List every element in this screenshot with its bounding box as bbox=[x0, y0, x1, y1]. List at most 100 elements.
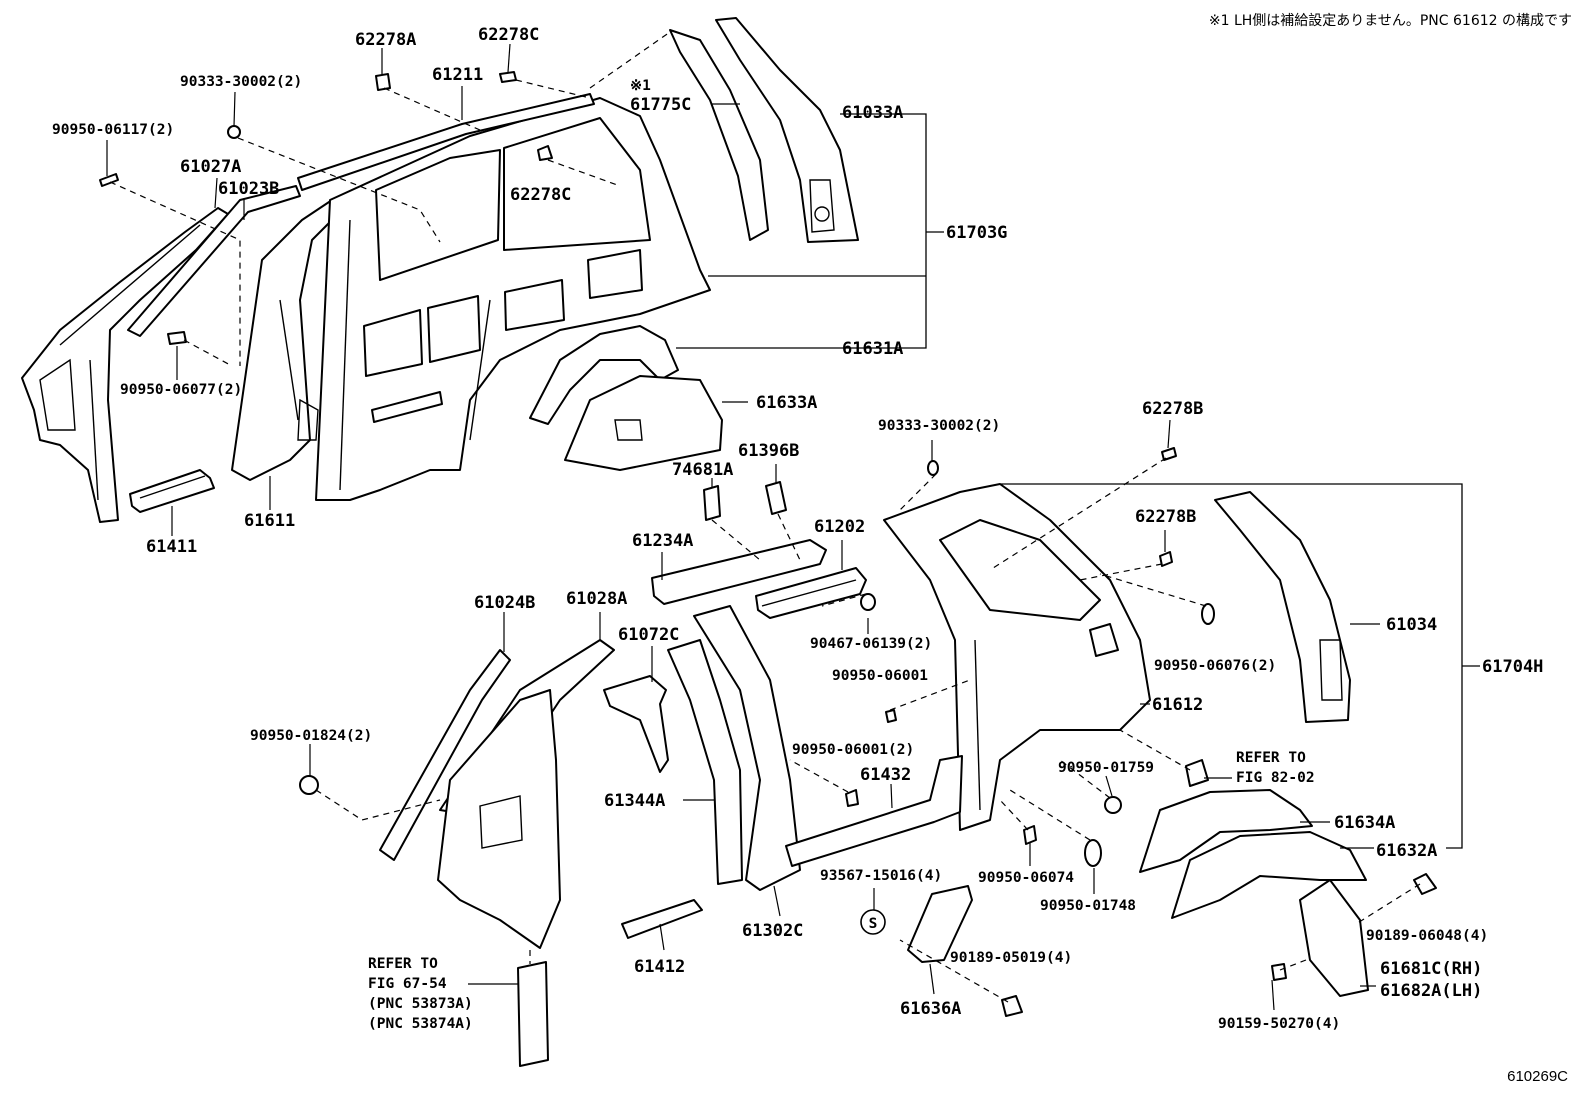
clip-61396B bbox=[765, 481, 787, 515]
refer-82-line1: REFER TO bbox=[1236, 750, 1306, 766]
part-61033A bbox=[715, 17, 859, 243]
label-61024B: 61024B bbox=[474, 593, 535, 613]
clip-90950-06074 bbox=[1023, 825, 1037, 845]
clip-90333-top bbox=[227, 125, 241, 139]
clip-62278C-top bbox=[499, 71, 517, 83]
clip-90159 bbox=[1271, 963, 1287, 981]
clip-90950-06001a bbox=[885, 709, 897, 723]
clip-62278B-mid bbox=[1159, 551, 1173, 567]
part-61302C bbox=[693, 605, 801, 891]
part-61211 bbox=[297, 93, 595, 191]
clip-90950-01748 bbox=[1084, 839, 1102, 867]
part-quarter-lower-left bbox=[437, 689, 561, 949]
part-61632A bbox=[1171, 831, 1367, 919]
label-61034: 61034 bbox=[1386, 615, 1437, 635]
label-90950-01748: 90950-01748 bbox=[1040, 898, 1136, 914]
label-62278C-mid: 62278C bbox=[510, 185, 571, 205]
label-62278B-top: 62278B bbox=[1142, 399, 1203, 419]
part-61704H-panel bbox=[883, 483, 1151, 831]
label-61344A: 61344A bbox=[604, 791, 665, 811]
part-61634A bbox=[1139, 789, 1313, 873]
label-61234A: 61234A bbox=[632, 531, 693, 551]
clip-90950-06117 bbox=[99, 173, 119, 187]
label-74681A: 74681A bbox=[672, 460, 733, 480]
clip-90950-06001b bbox=[845, 789, 859, 807]
label-61775C: 61775C bbox=[630, 95, 691, 115]
label-61072C: 61072C bbox=[618, 625, 679, 645]
label-90333-mid: 90333-30002(2) bbox=[878, 418, 1000, 434]
part-refer-67-lower bbox=[517, 961, 549, 1067]
label-61704H: 61704H bbox=[1482, 657, 1543, 677]
clip-refer-82 bbox=[1185, 759, 1209, 787]
refer-67-line4: (PNC 53874A) bbox=[368, 1016, 473, 1032]
clip-90950-01759 bbox=[1104, 796, 1122, 814]
label-61632A: 61632A bbox=[1376, 841, 1437, 861]
label-62278A: 62278A bbox=[355, 30, 416, 50]
part-61611 bbox=[231, 199, 341, 481]
label-61631A: 61631A bbox=[842, 339, 903, 359]
standard-part-symbol bbox=[860, 909, 886, 935]
part-61633A bbox=[564, 375, 723, 471]
part-61344A bbox=[667, 639, 743, 885]
label-61211: 61211 bbox=[432, 65, 483, 85]
part-61202 bbox=[755, 567, 867, 619]
label-90950-01824: 90950-01824(2) bbox=[250, 728, 372, 744]
label-62278B-mid: 62278B bbox=[1135, 507, 1196, 527]
label-61612: 61612 bbox=[1152, 695, 1203, 715]
label-90950-06077: 90950-06077(2) bbox=[120, 382, 242, 398]
refer-67-line2: FIG 67-54 bbox=[368, 976, 447, 992]
label-61412: 61412 bbox=[634, 957, 685, 977]
label-61611: 61611 bbox=[244, 511, 295, 531]
label-61396B: 61396B bbox=[738, 441, 799, 461]
callout-labels: 62278A 62278C 90333-30002(2) 61211 90950… bbox=[52, 25, 1543, 1032]
part-61412 bbox=[621, 899, 703, 939]
label-90950-01759: 90950-01759 bbox=[1058, 760, 1154, 776]
part-61631A bbox=[529, 325, 679, 425]
clip-90950-06077 bbox=[167, 331, 187, 345]
part-61234A bbox=[651, 539, 827, 605]
clip-90467 bbox=[860, 593, 876, 611]
clip-90333-mid bbox=[927, 460, 939, 476]
part-61027A bbox=[21, 207, 229, 523]
label-61432: 61432 bbox=[860, 765, 911, 785]
clip-90950-01824 bbox=[299, 775, 319, 795]
bracket-61704H bbox=[1000, 483, 1480, 849]
label-90950-06001b: 90950-06001(2) bbox=[792, 742, 914, 758]
label-61028A: 61028A bbox=[566, 589, 627, 609]
part-61024B bbox=[379, 649, 511, 861]
refer-67-line1: REFER TO bbox=[368, 956, 438, 972]
part-61411 bbox=[129, 469, 215, 513]
clip-62278A bbox=[375, 73, 391, 91]
label-61023B: 61023B bbox=[218, 179, 279, 199]
label-61411: 61411 bbox=[146, 537, 197, 557]
part-61775C bbox=[669, 29, 769, 241]
label-61634A: 61634A bbox=[1334, 813, 1395, 833]
label-61202: 61202 bbox=[814, 517, 865, 537]
label-61033A: 61033A bbox=[842, 103, 903, 123]
label-90950-06076: 90950-06076(2) bbox=[1154, 658, 1276, 674]
clip-90950-06076 bbox=[1201, 603, 1215, 625]
label-61636A: 61636A bbox=[900, 999, 961, 1019]
label-61302C: 61302C bbox=[742, 921, 803, 941]
dashed-lines bbox=[109, 31, 1421, 1003]
label-90189-05019: 90189-05019(4) bbox=[950, 950, 1072, 966]
part-61636A bbox=[907, 885, 973, 963]
label-61682A: 61682A(LH) bbox=[1380, 981, 1482, 1001]
label-93567: 93567-15016(4) bbox=[820, 868, 942, 884]
label-90950-06117: 90950-06117(2) bbox=[52, 122, 174, 138]
label-61703G: 61703G bbox=[946, 223, 1007, 243]
refer-67-line3: (PNC 53873A) bbox=[368, 996, 473, 1012]
label-90189-06048: 90189-06048(4) bbox=[1366, 928, 1488, 944]
label-61681C: 61681C(RH) bbox=[1380, 959, 1482, 979]
refer-82-line2: FIG 82-02 bbox=[1236, 770, 1315, 786]
clip-62278C-mid bbox=[537, 145, 553, 161]
header-note: ※1 LH側は補給設定ありません。PNC 61612 の構成です bbox=[1208, 13, 1572, 29]
part-61681C bbox=[1299, 879, 1369, 997]
part-61432 bbox=[785, 755, 963, 867]
label-note-1: ※1 bbox=[630, 78, 651, 94]
label-62278C-top: 62278C bbox=[478, 25, 539, 45]
figure-id: 610269C bbox=[1507, 1068, 1568, 1085]
label-90950-06001a: 90950-06001 bbox=[832, 668, 928, 684]
clip-74681A bbox=[703, 485, 721, 521]
